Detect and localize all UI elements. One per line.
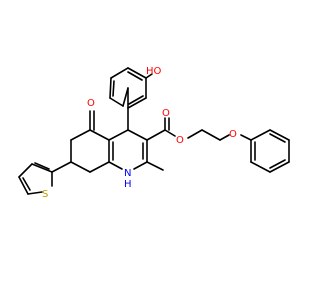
ketone-oxygen-label: O	[87, 98, 95, 109]
phenoxy-ring	[250, 129, 290, 173]
ester-chain	[146, 117, 252, 141]
molecule-structure: HO O O O O N H S	[18, 66, 290, 200]
ester-oxygen-label: O	[176, 135, 184, 146]
ether-oxygen-label: O	[229, 129, 237, 140]
ester-carbonyl-oxygen-label: O	[162, 108, 170, 119]
hydroxyl-label: HO	[146, 66, 162, 77]
nitrogen-label: N	[124, 168, 131, 179]
hydroxyphenyl-ring	[109, 67, 153, 109]
thiophene-ring	[18, 161, 72, 195]
sulfur-label: S	[42, 189, 48, 200]
nitrogen-hydrogen-label: H	[124, 179, 132, 190]
quinoline-core	[70, 107, 164, 173]
molecule-canvas: HO O O O O N H S	[18, 66, 290, 200]
